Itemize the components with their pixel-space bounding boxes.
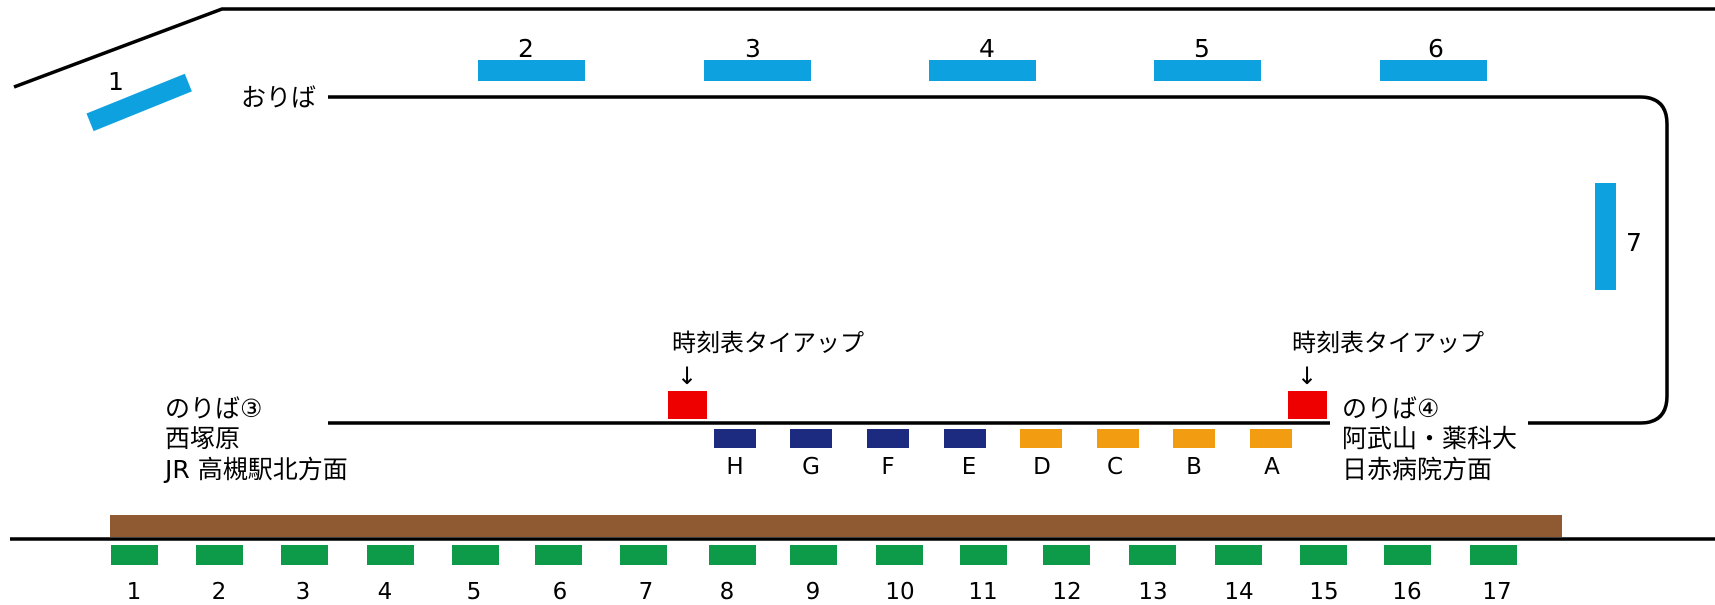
outline-lines (10, 7, 1715, 541)
bottom-stop-bar-7 (620, 545, 667, 565)
top-stop-bar-4 (929, 60, 1036, 81)
bay-marker-c (1097, 429, 1139, 448)
bottom-stop-label-13: 13 (1138, 579, 1167, 605)
top-stop-label-1: 1 (108, 67, 124, 96)
bay-label-e: E (962, 454, 977, 480)
bottom-stop-label-5: 5 (467, 579, 482, 605)
bay-label-b: B (1186, 454, 1202, 480)
bottom-stop-bar-17 (1470, 545, 1517, 565)
top-stop-bar-1 (86, 73, 192, 132)
top-stop-bar-7 (1595, 183, 1616, 290)
bottom-stop-bar-2 (196, 545, 243, 565)
bottom-stop-bar-10 (876, 545, 923, 565)
bottom-stop-label-6: 6 (553, 579, 568, 605)
bay-label-a: A (1264, 454, 1280, 480)
bottom-stop-label-17: 17 (1482, 579, 1511, 605)
timetable-marker-right (1288, 391, 1327, 419)
top-stop-label-2: 2 (518, 34, 534, 63)
boarding-area-3: のりば③ 西塚原 JR 高槻駅北方面 (163, 394, 348, 484)
boarding-3-destination-1: 西塚原 (165, 424, 240, 453)
boarding-4-destination-2: 日赤病院方面 (1342, 455, 1492, 484)
top-stops-group: 1 2 3 4 5 6 7 (86, 34, 1642, 290)
top-border-line (13, 7, 1715, 89)
bottom-stop-bar-16 (1384, 545, 1431, 565)
bay-label-h: H (726, 454, 743, 480)
timetable-marker-left (668, 391, 707, 419)
bottom-stop-label-14: 14 (1224, 579, 1253, 605)
boarding-4-destination-1: 阿武山・薬科大 (1342, 424, 1517, 453)
bottom-stop-bar-15 (1300, 545, 1347, 565)
bottom-stop-label-11: 11 (968, 579, 997, 605)
bay-marker-d (1020, 429, 1062, 448)
top-stop-bar-6 (1380, 60, 1487, 81)
bottom-stop-label-15: 15 (1309, 579, 1338, 605)
boarding-bays-group: H G F E D C B A (714, 429, 1292, 480)
boarding-area-4: のりば④ 阿武山・薬科大 日赤病院方面 (1342, 394, 1517, 484)
boarding-3-label: のりば③ (165, 394, 262, 423)
top-stop-label-3: 3 (745, 34, 761, 63)
bay-label-d: D (1033, 454, 1051, 480)
timetable-label-left: 時刻表タイアップ (672, 329, 864, 357)
bottom-stop-label-3: 3 (296, 579, 311, 605)
platform-strip (110, 515, 1562, 537)
bay-marker-e (944, 429, 986, 448)
bottom-stop-bar-6 (535, 545, 582, 565)
bottom-stop-label-7: 7 (639, 579, 654, 605)
bay-marker-b (1173, 429, 1215, 448)
top-stop-bar-2 (478, 60, 585, 81)
timetable-label-right: 時刻表タイアップ (1292, 329, 1484, 357)
bay-label-f: F (881, 454, 894, 480)
bottom-stop-bar-13 (1129, 545, 1176, 565)
bottom-stop-bar-9 (790, 545, 837, 565)
top-stop-bar-3 (704, 60, 811, 81)
bottom-stop-bar-4 (367, 545, 414, 565)
bottom-stop-bar-1 (111, 545, 158, 565)
bay-marker-f (867, 429, 909, 448)
bay-marker-g (790, 429, 832, 448)
bottom-stop-label-9: 9 (806, 579, 821, 605)
alighting-label: おりば (241, 83, 316, 112)
bay-marker-a (1250, 429, 1292, 448)
bottom-stop-label-16: 16 (1392, 579, 1421, 605)
loop-road-line (328, 95, 1669, 425)
bay-label-g: G (802, 454, 820, 480)
timetable-arrow-left: ↓ (677, 362, 697, 390)
bottom-stop-bar-5 (452, 545, 499, 565)
bottom-stops-group: 1 2 3 4 5 6 7 8 9 10 11 12 13 14 15 16 1… (111, 545, 1517, 605)
top-stop-label-4: 4 (979, 34, 995, 63)
bottom-stop-bar-8 (709, 545, 756, 565)
boarding-3-destination-2: JR 高槻駅北方面 (163, 455, 348, 484)
bottom-stop-label-12: 12 (1052, 579, 1081, 605)
timetable-arrow-right: ↓ (1297, 362, 1317, 390)
bottom-stop-bar-3 (281, 545, 328, 565)
bottom-stop-label-1: 1 (127, 579, 142, 605)
bottom-stop-label-4: 4 (378, 579, 393, 605)
timetable-markers-group: 時刻表タイアップ ↓ 時刻表タイアップ ↓ (668, 329, 1484, 419)
bay-label-c: C (1107, 454, 1123, 480)
bottom-stop-label-8: 8 (720, 579, 735, 605)
bottom-stop-label-2: 2 (212, 579, 227, 605)
top-stop-label-6: 6 (1428, 34, 1444, 63)
top-stop-bar-5 (1154, 60, 1261, 81)
top-stop-label-7: 7 (1626, 228, 1642, 257)
boarding-4-label: のりば④ (1342, 394, 1439, 423)
bottom-stop-bar-11 (960, 545, 1007, 565)
bottom-stop-bar-14 (1215, 545, 1262, 565)
bottom-stop-label-10: 10 (885, 579, 914, 605)
bottom-stop-bar-12 (1043, 545, 1090, 565)
bay-marker-h (714, 429, 756, 448)
top-stop-label-5: 5 (1194, 34, 1210, 63)
